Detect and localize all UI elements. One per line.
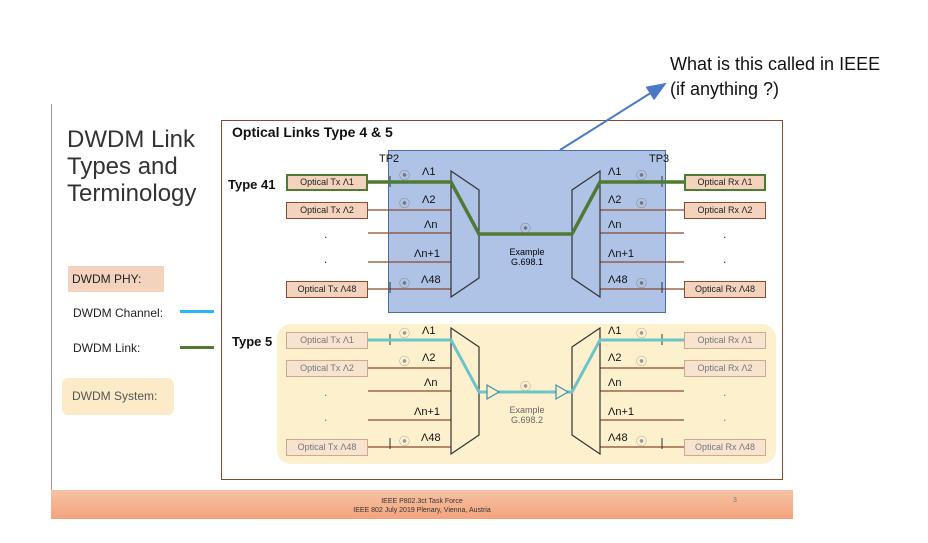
fiber-coil-icon: ⦿	[399, 170, 410, 182]
type41-example-line-2: G.698.1	[510, 257, 544, 267]
legend-channel-line	[180, 310, 214, 313]
type5-lambda-right-n1: Λn+1	[608, 406, 635, 418]
legend-link-line	[180, 346, 214, 349]
type5-rx-1: Optical Rx Λ1	[684, 332, 766, 349]
fiber-coil-icon: ⦿	[399, 328, 410, 340]
type41-rx-1: Optical Rx Λ1	[684, 174, 766, 191]
type4-highlight-box	[388, 150, 666, 313]
tp3-label: TP3	[649, 153, 670, 165]
type41-lambda-right-48: Λ48	[608, 274, 628, 286]
type5-example: Example G.698.2	[497, 405, 557, 425]
fiber-coil-icon: ⦿	[636, 278, 647, 290]
fiber-coil-icon: ⦿	[636, 356, 647, 368]
type41-lambda-left-n1: Λn+1	[414, 248, 441, 260]
type5-tx-dots-1: .	[324, 385, 328, 399]
type41-lambda-right-n1: Λn+1	[608, 248, 635, 260]
callout-arrow	[559, 82, 667, 151]
type5-fibers	[368, 326, 684, 456]
slide-title-line-3: Terminology	[67, 180, 197, 207]
type5-lambda-left-1: Λ1	[422, 325, 436, 337]
type5-lambda-left-48: Λ48	[421, 432, 441, 444]
type5-rx-dots-2: .	[723, 410, 727, 424]
type41-lambda-left-1: Λ1	[422, 166, 436, 178]
page-number: 3	[733, 497, 737, 504]
legend-phy-badge: DWDM PHY:	[68, 266, 164, 292]
type41-lambda-right-n: Λn	[608, 219, 622, 231]
callout-line-1: What is this called in IEEE	[670, 54, 881, 74]
fiber-coil-icon: ⦿	[520, 223, 531, 235]
type5-lambda-left-n1: Λn+1	[414, 406, 441, 418]
fiber-coil-icon: ⦿	[636, 328, 647, 340]
type41-label: Type 41	[228, 177, 276, 192]
type5-tx-2: Optical Tx Λ2	[286, 360, 368, 377]
type5-tx-1: Optical Tx Λ1	[286, 332, 368, 349]
type41-tx-48: Optical Tx Λ48	[286, 281, 368, 298]
slide-title-line-1: DWDM Link	[67, 126, 196, 153]
type41-example-line-1: Example	[509, 247, 545, 257]
footer-line-1: IEEE P802.3ct Task Force	[381, 498, 463, 505]
slide-footer	[51, 490, 793, 519]
type5-tx-dots-2: .	[324, 410, 328, 424]
slide-title: DWDM Link Types and Terminology	[67, 126, 196, 207]
type41-tx-1: Optical Tx Λ1	[286, 174, 368, 191]
fiber-coil-icon: ⦿	[399, 436, 410, 448]
type41-rx-48: Optical Rx Λ48	[684, 281, 766, 298]
fiber-coil-icon: ⦿	[520, 381, 531, 393]
footer-line-2: IEEE 802 July 2019 Plenary, Vienna, Aust…	[353, 507, 491, 514]
fiber-coil-icon: ⦿	[636, 170, 647, 182]
type41-tx-2: Optical Tx Λ2	[286, 202, 368, 219]
diagram-title: Optical Links Type 4 & 5	[232, 124, 393, 140]
type41-lambda-left-2: Λ2	[422, 194, 436, 206]
type5-lambda-right-2: Λ2	[608, 352, 622, 364]
fiber-coil-icon: ⦿	[399, 198, 410, 210]
legend-system-badge: DWDM System:	[62, 378, 174, 415]
type41-rx-dots-1: .	[723, 227, 727, 241]
type5-rx-2: Optical Rx Λ2	[684, 360, 766, 377]
type41-fibers	[368, 169, 684, 299]
fiber-coil-icon: ⦿	[636, 436, 647, 448]
callout-question: What is this called in IEEE (if anything…	[670, 52, 880, 102]
slide-left-border	[51, 104, 52, 518]
fiber-coil-icon: ⦿	[399, 356, 410, 368]
type41-lambda-left-n: Λn	[424, 219, 438, 231]
diagram-frame	[221, 120, 783, 480]
type5-example-line-1: Example	[509, 405, 545, 415]
legend-channel-label: DWDM Channel:	[73, 306, 164, 320]
type41-lambda-left-48: Λ48	[421, 274, 441, 286]
type41-example: Example G.698.1	[497, 247, 557, 267]
fiber-coil-icon: ⦿	[636, 198, 647, 210]
type5-lambda-right-48: Λ48	[608, 432, 628, 444]
type5-label: Type 5	[232, 334, 273, 349]
type41-lambda-right-1: Λ1	[608, 166, 622, 178]
legend-link-label: DWDM Link:	[73, 341, 141, 355]
callout-line-2: (if anything ?)	[670, 79, 780, 99]
type5-lambda-left-2: Λ2	[422, 352, 436, 364]
fiber-coil-icon: ⦿	[399, 278, 410, 290]
type5-lambda-right-1: Λ1	[608, 325, 622, 337]
type5-lambda-right-n: Λn	[608, 377, 622, 389]
type41-tx-dots-1: .	[324, 227, 328, 241]
type5-rx-48: Optical Rx Λ48	[684, 439, 766, 456]
type41-rx-2: Optical Rx Λ2	[684, 202, 766, 219]
type5-lambda-left-n: Λn	[424, 377, 438, 389]
type41-tx-dots-2: .	[324, 252, 328, 266]
type41-lambda-right-2: Λ2	[608, 194, 622, 206]
type5-example-line-2: G.698.2	[510, 415, 544, 425]
type5-tx-48: Optical Tx Λ48	[286, 439, 368, 456]
type41-rx-dots-2: .	[723, 252, 727, 266]
tp2-label: TP2	[379, 153, 400, 165]
slide-title-line-2: Types and	[67, 153, 178, 180]
type5-rx-dots-1: .	[723, 385, 727, 399]
